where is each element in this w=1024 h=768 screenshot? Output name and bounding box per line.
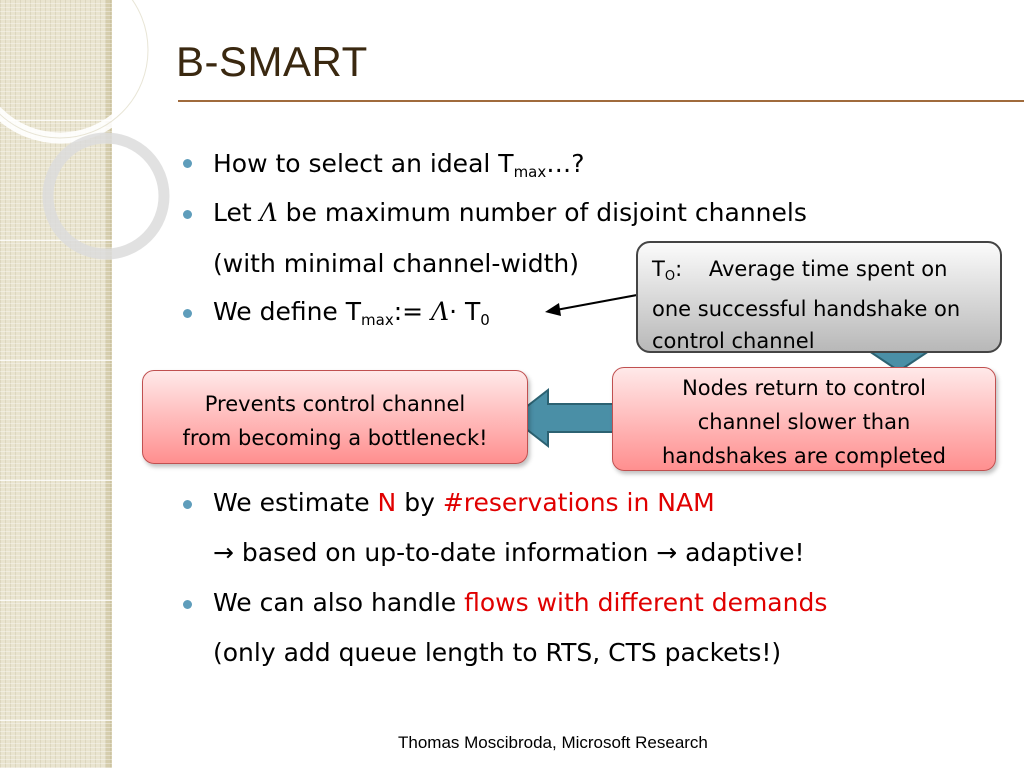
callout-prevents-bottleneck: Prevents control channel from becoming a… (142, 370, 528, 464)
callout-nodes-return: Nodes return to control channel slower t… (612, 367, 996, 471)
decorative-sidebar (0, 0, 112, 768)
bullet-handle-flows: We can also handle flows with different … (213, 588, 828, 617)
arrow-to-definition-icon (545, 294, 638, 316)
bullet-dot (183, 210, 192, 219)
bullet-let-lambda-continued: (with minimal channel-width) (213, 249, 580, 278)
title-divider (178, 100, 1024, 102)
bullet-let-lambda: Let Λ be maximum number of disjoint chan… (213, 198, 807, 227)
bullet-dot (183, 309, 192, 318)
bullet-dot (183, 600, 192, 609)
slide-footer: Thomas Moscibroda, Microsoft Research (398, 733, 708, 752)
bullet-define-tmax: We define Tmax:= Λ· T0 (213, 297, 490, 329)
bullet-estimate-n-continued: → based on up-to-date information → adap… (213, 538, 805, 567)
bullet-handle-flows-continued: (only add queue length to RTS, CTS packe… (213, 638, 782, 667)
slide-title: B-SMART (176, 38, 368, 85)
bullet-ideal-tmax: How to select an ideal Tmax…? (213, 149, 585, 181)
arrow-left-icon (510, 387, 628, 449)
bullet-dot (183, 500, 192, 509)
callout-t0-definition: TO: Average time spent on one successful… (636, 241, 1002, 353)
bullet-dot (183, 159, 192, 168)
bullet-estimate-n: We estimate N by #reservations in NAM (213, 488, 715, 517)
